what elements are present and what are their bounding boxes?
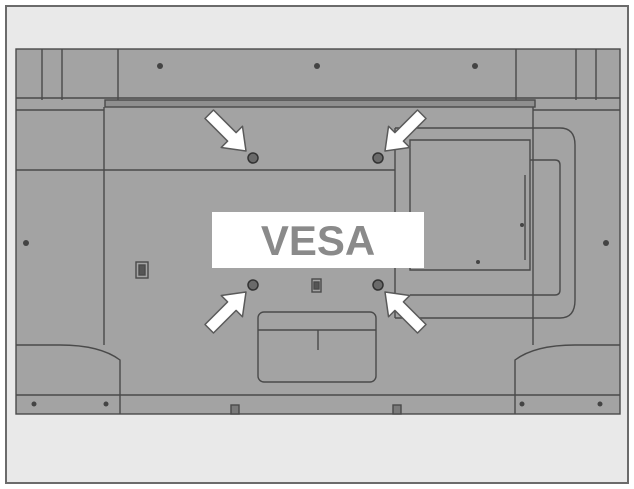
vesa-hole-bottom-left bbox=[247, 279, 259, 291]
vesa-label-box bbox=[212, 212, 424, 268]
arrow-bottom-left-icon bbox=[204, 291, 247, 334]
panel-screws bbox=[23, 63, 609, 407]
arrow-top-right-icon bbox=[384, 109, 427, 152]
vesa-hole-top-right bbox=[372, 152, 384, 164]
arrows bbox=[204, 109, 427, 334]
arrow-top-left-icon bbox=[204, 109, 247, 152]
vesa-mounting-holes bbox=[247, 152, 384, 291]
vesa-hole-top-left bbox=[247, 152, 259, 164]
arrow-bottom-right-icon bbox=[384, 291, 427, 334]
vesa-label: VESA bbox=[261, 217, 375, 264]
vesa-hole-bottom-right bbox=[372, 279, 384, 291]
